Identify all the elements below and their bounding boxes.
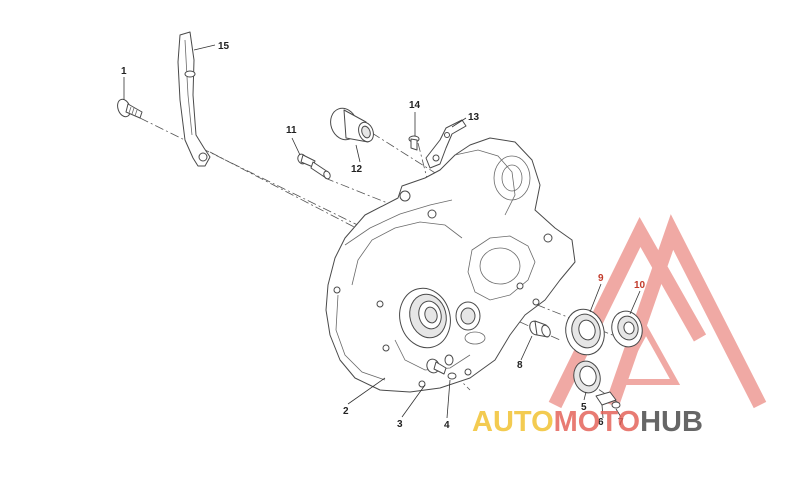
- part-4-bolts: [426, 354, 457, 380]
- callout-13: 13: [468, 112, 480, 123]
- part-7-screw: [611, 401, 621, 409]
- part-9-bearing: [565, 308, 605, 356]
- callout-6: 6: [598, 417, 604, 428]
- part-6-plate: [595, 391, 617, 406]
- part-15-chain-guide: [177, 31, 211, 167]
- callout-10: 10: [634, 280, 646, 291]
- part-10-bearing: [611, 310, 643, 348]
- watermark-part-2: MOTO: [554, 406, 640, 438]
- callout-2: 2: [343, 406, 349, 417]
- callout-3: 3: [397, 419, 403, 430]
- callout-12: 12: [351, 164, 363, 175]
- callout-7: 7: [618, 417, 624, 428]
- callouts: 1 2 3 4 5 6 7 8 9 10 11 12 13 14 15: [121, 41, 646, 431]
- part-1-bolt: [117, 98, 143, 119]
- part-14-screw: [408, 135, 420, 151]
- part-13-bracket: [425, 119, 467, 169]
- watermark-part-1: AUTO: [472, 406, 554, 438]
- callout-8: 8: [517, 360, 523, 371]
- leader-lines: [123, 44, 641, 419]
- part-11-stud: [297, 153, 331, 180]
- watermark-part-3: HUB: [640, 406, 703, 438]
- part-2-crankcase: [325, 137, 576, 393]
- part-5-seal: [573, 360, 601, 394]
- callout-14: 14: [409, 100, 421, 111]
- watermark-text: AUTOMOTOHUB: [472, 406, 703, 438]
- callout-9: 9: [598, 273, 604, 284]
- part-8-sleeve: [529, 320, 551, 338]
- callout-11: 11: [286, 125, 297, 136]
- callout-4: 4: [444, 420, 450, 431]
- callout-1: 1: [121, 66, 127, 77]
- callout-5: 5: [581, 402, 587, 413]
- callout-15: 15: [218, 41, 230, 52]
- part-12-bushing: [330, 107, 374, 143]
